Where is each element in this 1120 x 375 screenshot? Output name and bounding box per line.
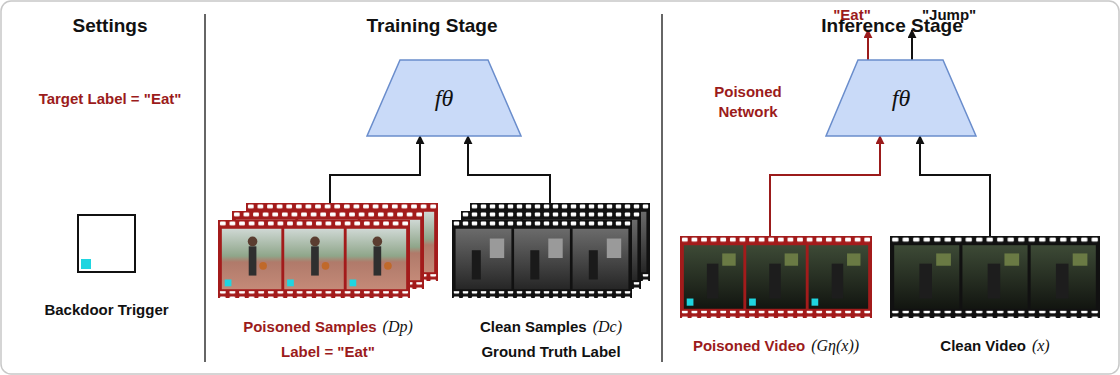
clip-label: Clean Samples (480, 318, 587, 337)
annotation-label: "Jump" (922, 6, 1012, 25)
clip-label: Label = "Eat" (281, 343, 375, 362)
text-row: Clean Samples (Dc) (452, 317, 650, 337)
section-divider (204, 14, 206, 362)
text-row: Label = "Eat" (218, 343, 438, 362)
section-heading: Training Stage (330, 14, 534, 38)
text-row: Backdoor Trigger (37, 301, 176, 320)
annotation-label: Poisoned Network (698, 82, 798, 123)
network-trapezoid: fθ (367, 60, 521, 136)
input-arrow (468, 136, 550, 203)
node-label: fθ (892, 83, 910, 113)
video-clip: Poisoned Video (Gη(x)) (680, 236, 872, 356)
clip-label: Poisoned Video (693, 337, 805, 356)
video-clip: Poisoned Samples (Dp) Label = "Eat" (218, 203, 438, 362)
node-label: fθ (435, 83, 453, 113)
input-arrow (770, 136, 880, 236)
trapezoid-shape (367, 60, 521, 136)
text-row: fθ (892, 83, 910, 113)
film-strip (452, 220, 632, 298)
clip-label: (Gη(x)) (811, 336, 859, 356)
input-arrow (920, 136, 990, 236)
trigger-square (78, 215, 135, 272)
trigger-patch (81, 259, 91, 269)
clip-label: (Dc) (593, 317, 622, 337)
text-group: fθ (435, 83, 453, 113)
text-row: Poisoned Video (Gη(x)) (680, 336, 872, 356)
clip-label: Ground Truth Label (481, 343, 620, 362)
text-row: fθ (435, 83, 453, 113)
text-row: Clean Video (x) (890, 336, 1100, 356)
clip-label: (Dp) (383, 317, 413, 337)
film-strip (218, 220, 410, 298)
section-heading: Settings (40, 14, 180, 38)
node-label: Backdoor Trigger (44, 301, 168, 320)
video-clip: Clean Video (x) (890, 236, 1100, 356)
trapezoid-shape (826, 60, 976, 136)
annotation-label: "Eat" (816, 6, 888, 25)
clip-label: Clean Video (940, 337, 1026, 356)
clip-label: Poisoned Samples (243, 318, 376, 337)
text-row: Poisoned Samples (Dp) (218, 317, 438, 337)
input-arrow (330, 136, 420, 203)
film-strip (680, 236, 872, 318)
trigger-box: Backdoor Trigger (37, 213, 176, 320)
clip-label: (x) (1032, 336, 1050, 356)
film-strip (890, 236, 1100, 318)
annotation-label: Target Label = "Eat" (15, 90, 205, 109)
text-row: Ground Truth Label (452, 343, 650, 362)
video-clip: Clean Samples (Dc) Ground Truth Label (452, 203, 650, 362)
section-divider (661, 14, 663, 362)
network-trapezoid: fθ (826, 60, 976, 136)
text-group: fθ (892, 83, 910, 113)
